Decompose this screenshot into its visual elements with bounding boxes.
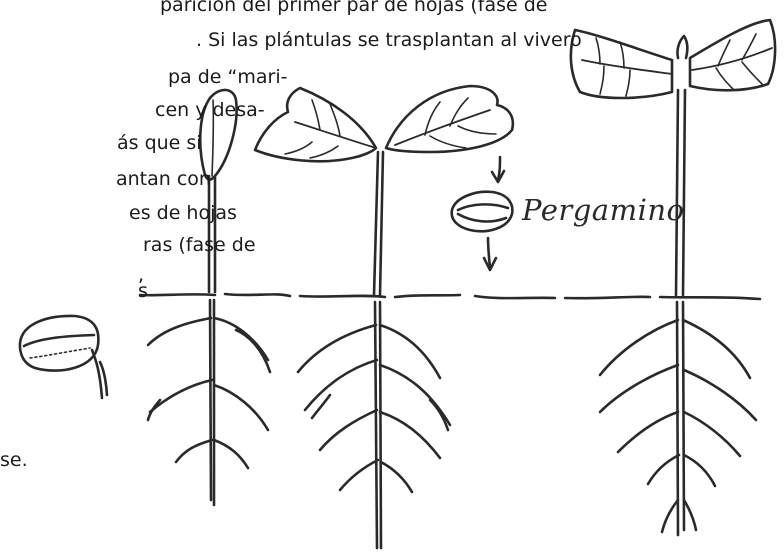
text-line-11: se.: [0, 449, 28, 471]
text-line-1: parición del primer par de hojas (fase d…: [160, 0, 548, 16]
text-line-2: . Si las plántulas se trasplantan al viv…: [196, 29, 582, 51]
text-line-9: ,: [138, 264, 145, 286]
text-line-3: pa de “mari-: [168, 66, 288, 88]
text-line-4: cen y desa-: [155, 99, 265, 121]
matchstick-seedling-icon: [146, 88, 272, 507]
parchment-label: Pergamino: [522, 193, 685, 227]
text-line-5: ás que si: [117, 132, 202, 154]
text-line-6: antan con: [116, 168, 211, 190]
parchment-icon: [450, 155, 514, 272]
butterfly-stage-seedling-icon: [253, 84, 515, 550]
soil-line: [138, 292, 762, 301]
true-leaves-seedling-icon: [569, 18, 777, 537]
germinating-seed-icon: [18, 314, 109, 400]
text-line-7: es de hojas: [129, 202, 237, 224]
text-line-10: s: [138, 280, 148, 302]
text-line-8: ras (fase de: [143, 234, 256, 256]
